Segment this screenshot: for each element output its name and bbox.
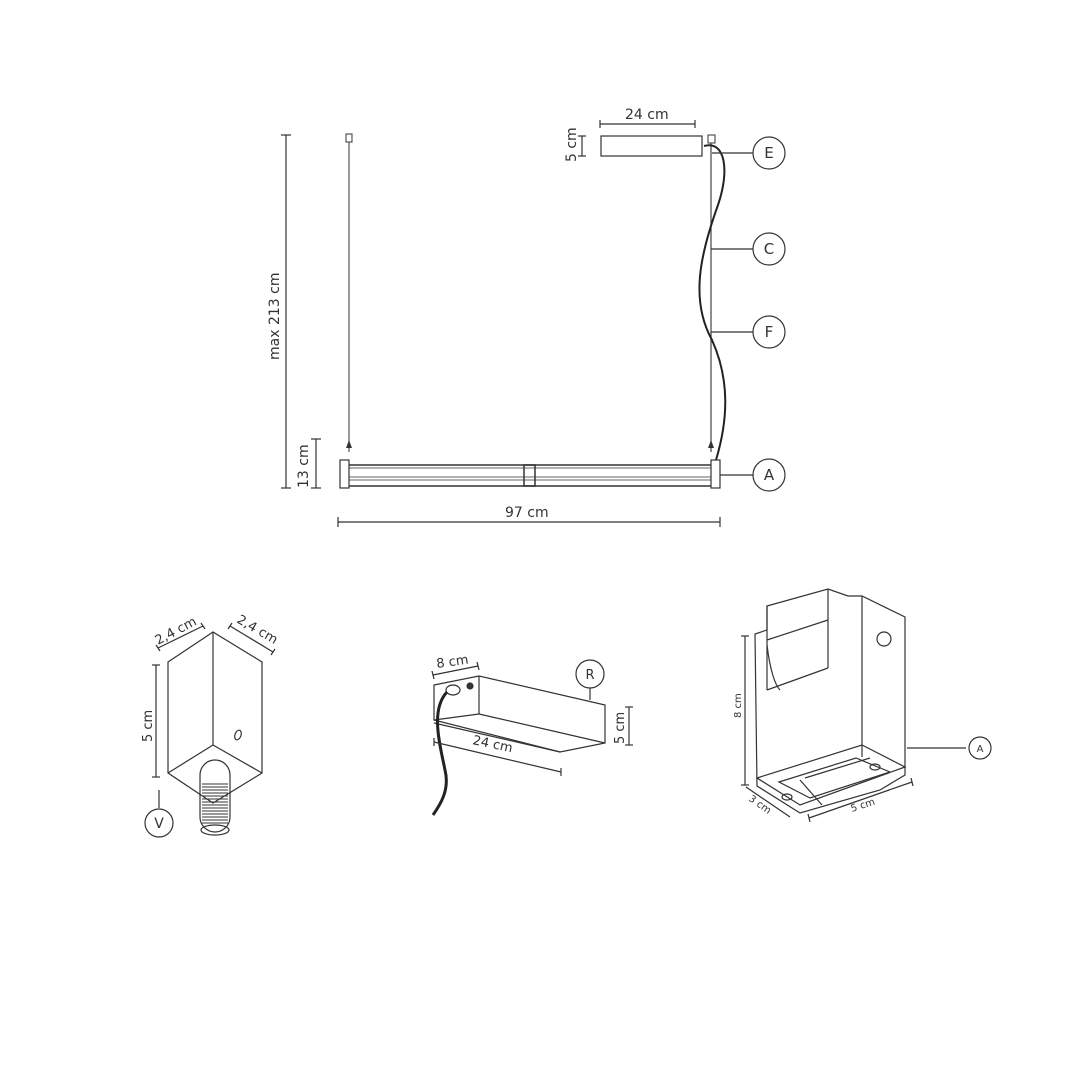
detail-v-height: 5 cm	[141, 710, 156, 742]
callout-c-label: C	[764, 240, 774, 258]
callout-a-main	[720, 458, 786, 492]
detail-r-height: 5 cm	[613, 712, 628, 744]
callout-v-label: V	[154, 816, 164, 832]
callout-e-label: E	[764, 144, 773, 162]
callout-f-label: F	[765, 323, 774, 341]
right-suspension-wire	[707, 134, 716, 452]
callout-r-label: R	[585, 668, 594, 683]
overall-height-label: max 213 cm	[267, 273, 283, 360]
lamp-body	[339, 459, 721, 489]
lamp-height-label: 13 cm	[296, 444, 312, 488]
driver-width-label: 24 cm	[625, 107, 669, 123]
driver-height-label: 5 cm	[564, 127, 580, 162]
lamp-height-dimension	[311, 438, 321, 489]
detail-v-canopy	[144, 622, 276, 838]
detail-a-endcap	[741, 588, 992, 823]
power-cable	[698, 144, 727, 461]
callout-f	[711, 315, 786, 349]
callout-e	[712, 136, 786, 170]
detail-a-height: 8 cm	[733, 693, 744, 718]
detail-r-driver	[431, 659, 633, 816]
overall-height-dimension	[281, 134, 291, 489]
callout-a-detail-label: A	[977, 744, 984, 755]
detail-r-depth: 8 cm	[435, 653, 469, 672]
lamp-width-label: 97 cm	[505, 505, 549, 521]
callout-c	[711, 232, 786, 266]
callout-a-label: A	[764, 466, 775, 484]
left-suspension-wire	[345, 133, 353, 452]
lamp-width-dimension	[337, 517, 721, 527]
detail-a-width: 5 cm	[850, 797, 877, 815]
driver-box	[578, 120, 703, 157]
